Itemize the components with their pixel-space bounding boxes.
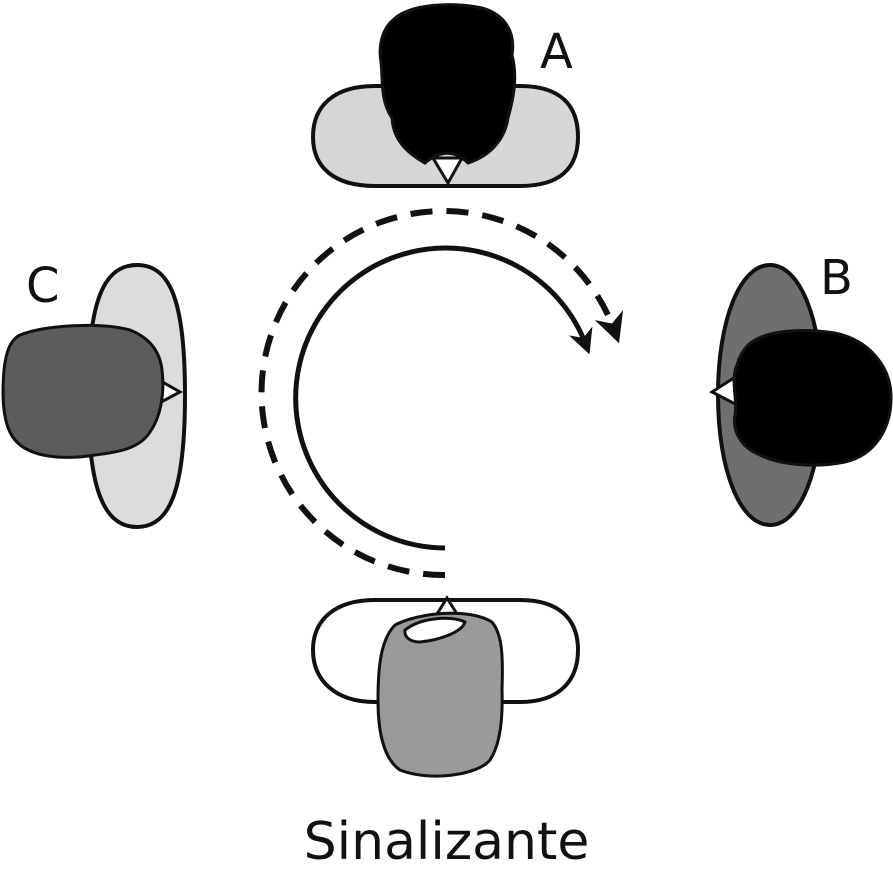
person-c	[1, 262, 188, 530]
person-b	[709, 262, 893, 528]
signer-head	[376, 611, 504, 778]
person-c-head	[1, 323, 165, 459]
person-a-nose-icon	[430, 156, 465, 186]
label-c: C	[26, 258, 60, 314]
label-a: A	[540, 24, 573, 80]
label-b: B	[820, 250, 853, 306]
person-signer	[310, 595, 581, 778]
turn-arrow-solid	[293, 245, 593, 551]
signer-face-highlight	[403, 616, 467, 644]
person-a-head	[378, 3, 517, 165]
turn-arrow-dashed	[258, 208, 624, 579]
signer-caption: Sinalizante	[303, 812, 590, 872]
person-b-head	[732, 329, 893, 467]
person-a	[310, 3, 581, 188]
